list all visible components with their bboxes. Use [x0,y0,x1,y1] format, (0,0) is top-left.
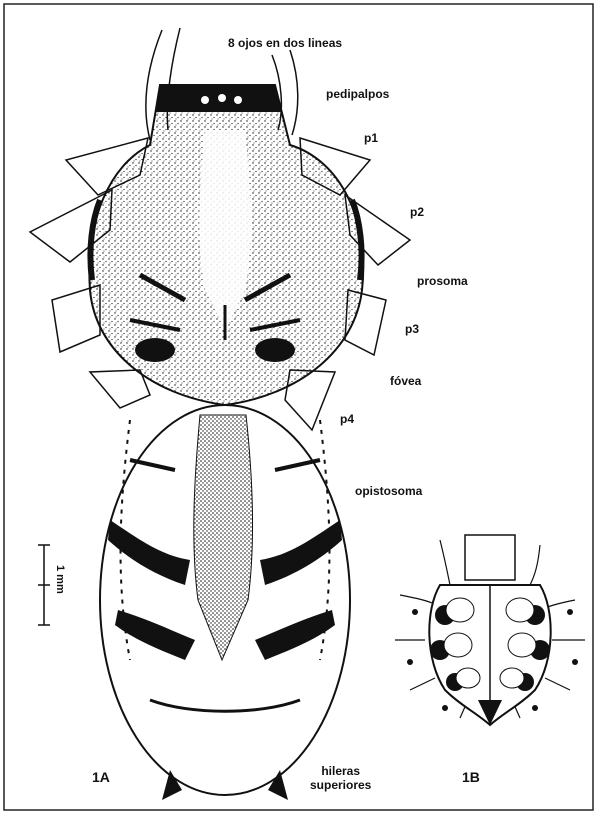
label-prosoma: prosoma [417,274,468,288]
scale-bar-label: 1 mm [54,565,66,594]
label-spinnerets: hileras superiores [310,764,371,792]
label-p3: p3 [405,322,419,336]
label-fovea: fóvea [390,374,421,388]
label-eyes: 8 ojos en dos lineas [228,36,342,50]
label-p1: p1 [364,131,378,145]
label-p2: p2 [410,205,424,219]
pedipalp-right [290,50,298,135]
label-opisthosoma: opistosoma [355,484,422,498]
leg-p4-left [90,370,150,408]
label-spinnerets-line2: superiores [310,778,371,792]
chelicerae [465,535,515,580]
scale-bar [38,545,50,625]
panel-1b-drawing [395,535,585,725]
panel-label-1a: 1A [92,770,110,784]
dark-marking [135,338,175,362]
panel-label-1b: 1B [462,770,480,784]
label-spinnerets-line1: hileras [310,764,371,778]
label-p4: p4 [340,412,354,426]
dark-marking [255,338,295,362]
label-pedipalps: pedipalpos [326,87,389,101]
